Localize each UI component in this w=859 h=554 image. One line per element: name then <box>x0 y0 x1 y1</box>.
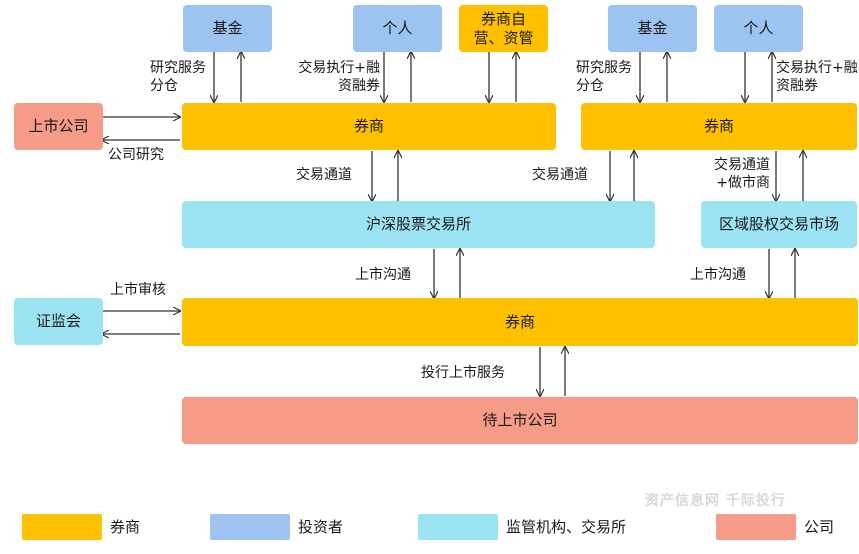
node-fund-right: 基金 <box>608 5 697 52</box>
node-broker-left: 券商 <box>182 103 556 150</box>
node-regional-market: 区域股权交易市场 <box>701 201 857 248</box>
label-ib-service: 投行上市服务 <box>421 365 505 381</box>
legend-swatch-regulator <box>418 514 498 540</box>
node-listed-company: 上市公司 <box>14 103 103 150</box>
label-trade-channel-right: 交易通道+做市商 <box>714 157 770 191</box>
label-trade-exec-left: 交易执行+融资融券 <box>298 60 380 94</box>
node-fund-left: 基金 <box>183 5 272 52</box>
label-listing-comm-left: 上市沟通 <box>355 267 411 283</box>
label-trade-channel-mid: 交易通道 <box>532 167 588 183</box>
node-individual-right: 个人 <box>714 5 803 52</box>
watermark: 资产信息网 千际投行 <box>645 493 786 509</box>
legend-swatch-investor <box>210 514 290 540</box>
label-listing-comm-right: 上市沟通 <box>690 267 746 283</box>
legend-label-company: 公司 <box>804 518 835 536</box>
label-trade-exec-right: 交易执行+融资融券 <box>776 60 858 94</box>
node-pre-ipo-company: 待上市公司 <box>182 397 858 444</box>
label-company-research: 公司研究 <box>108 147 164 163</box>
node-individual-left: 个人 <box>353 5 442 52</box>
label-listing-review: 上市审核 <box>110 282 166 298</box>
node-csrc: 证监会 <box>14 298 103 345</box>
legend-label-regulator: 监管机构、交易所 <box>506 518 627 536</box>
legend-swatch-broker <box>22 514 102 540</box>
node-broker-prop: 券商自营、资管 <box>459 5 548 52</box>
label-research-right: 研究服务分仓 <box>576 60 632 94</box>
legend-swatch-company <box>716 514 796 540</box>
node-sz-sh-exchange: 沪深股票交易所 <box>182 201 655 248</box>
legend-label-investor: 投资者 <box>298 518 344 536</box>
node-broker-bottom: 券商 <box>182 298 858 346</box>
label-research-left: 研究服务分仓 <box>150 60 206 94</box>
label-trade-channel-left: 交易通道 <box>296 167 352 183</box>
legend-label-broker: 券商 <box>110 518 141 536</box>
node-broker-right: 券商 <box>581 103 857 150</box>
